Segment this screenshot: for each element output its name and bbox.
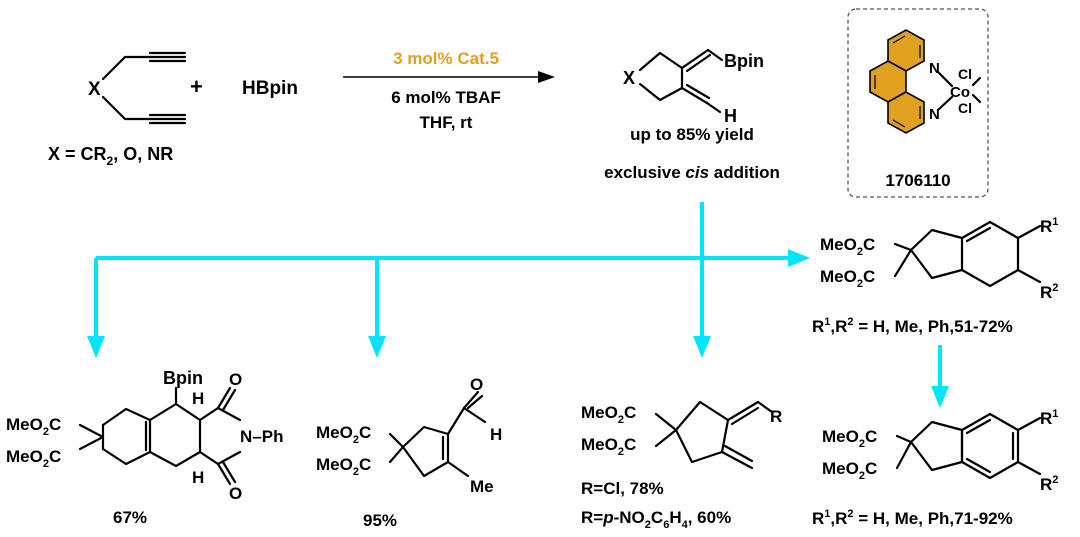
product-1-imide: Bpin H H O O N–Ph MeO2C MeO2C 67% <box>6 368 283 527</box>
p1-n-phenyl: N–Ph <box>240 427 283 446</box>
p5-r1: R1 <box>1040 408 1058 428</box>
yield-note: up to 85% yield <box>630 125 754 144</box>
p2-o: O <box>470 375 483 394</box>
catalyst-cl-top: Cl <box>958 66 972 82</box>
p5-ester-1: MeO2C <box>822 427 877 450</box>
p1-yield: 67% <box>113 508 147 527</box>
catalyst-n-top: N <box>929 60 940 77</box>
p4-ester-1: MeO2C <box>820 235 875 258</box>
substrate-scope: X = CR2, O, NR <box>48 144 173 168</box>
p1-h-bottom: H <box>192 468 204 487</box>
p5-ester-2: MeO2C <box>822 459 877 482</box>
diene-product: X Bpin H <box>623 48 764 126</box>
diyne-substrate: X X = CR2, O, NR <box>48 51 187 168</box>
p3-yield-nitrophenyl: R=p-NO2C6H4, 60% <box>581 508 731 531</box>
p2-yield: 95% <box>363 511 397 530</box>
additive-tbaf: 6 mol% TBAF <box>391 88 501 107</box>
p3-r: R <box>770 407 782 426</box>
product-4-dihydroindane: R1 R2 MeO2C MeO2C R1,R2 = H, Me, Ph,51-7… <box>812 216 1058 336</box>
p4-scope: R1,R2 = H, Me, Ph,51-72% <box>812 316 1013 336</box>
substrate-x-label: X <box>88 79 101 100</box>
p5-scope: R1,R2 = H, Me, Ph,71-92% <box>812 508 1013 528</box>
divergent-arrows <box>87 202 949 408</box>
p1-h-top: H <box>192 389 204 408</box>
catalyst-code: 1706110 <box>885 171 950 190</box>
p1-ester-1: MeO2C <box>6 415 61 438</box>
p2-ester-2: MeO2C <box>316 455 371 478</box>
catalyst-loading: 3 mol% Cat.5 <box>393 49 499 68</box>
p2-ester-1: MeO2C <box>316 423 371 446</box>
p4-r1: R1 <box>1040 216 1058 236</box>
product-5-indane: R1 R2 MeO2C MeO2C R1,R2 = H, Me, Ph,71-9… <box>812 408 1058 528</box>
phenanthroline-ring-bottom <box>887 91 925 134</box>
p3-ester-1: MeO2C <box>581 403 636 426</box>
catalyst-structure-box: N N Co Cl Cl 1706110 <box>847 8 989 198</box>
catalyst-metal-co: Co <box>950 84 970 101</box>
plus-sign: + <box>190 74 203 99</box>
product-x-label: X <box>623 68 635 88</box>
reagent-hbpin: HBpin <box>242 78 298 99</box>
ester-link-bonds <box>388 242 913 470</box>
p4-ester-2: MeO2C <box>820 267 875 290</box>
p4-r2: R2 <box>1040 282 1058 302</box>
p1-bpin: Bpin <box>163 368 203 388</box>
p1-o-top: O <box>229 370 242 389</box>
p2-h: H <box>490 425 502 444</box>
reaction-conditions: THF, rt <box>420 113 473 132</box>
p1-o-bottom: O <box>229 484 242 503</box>
product-h: H <box>724 106 737 126</box>
product-bpin: Bpin <box>724 51 764 71</box>
selectivity-note: exclusive cis addition <box>604 163 780 182</box>
reaction-arrow <box>343 71 555 83</box>
p5-r2: R2 <box>1040 474 1058 494</box>
catalyst-cl-bottom: Cl <box>958 100 972 116</box>
catalyst-n-bottom: N <box>929 106 940 123</box>
p3-yield-cl: R=Cl, 78% <box>581 479 664 498</box>
p1-ester-2: MeO2C <box>6 447 61 470</box>
p2-me: Me <box>470 477 494 496</box>
p3-ester-2: MeO2C <box>581 435 636 458</box>
product-3-exodiene: R MeO2C MeO2C R=Cl, 78% R=p-NO2C6H4, 60% <box>581 400 782 531</box>
product-2-enal: O H Me MeO2C MeO2C 95% <box>316 375 502 530</box>
